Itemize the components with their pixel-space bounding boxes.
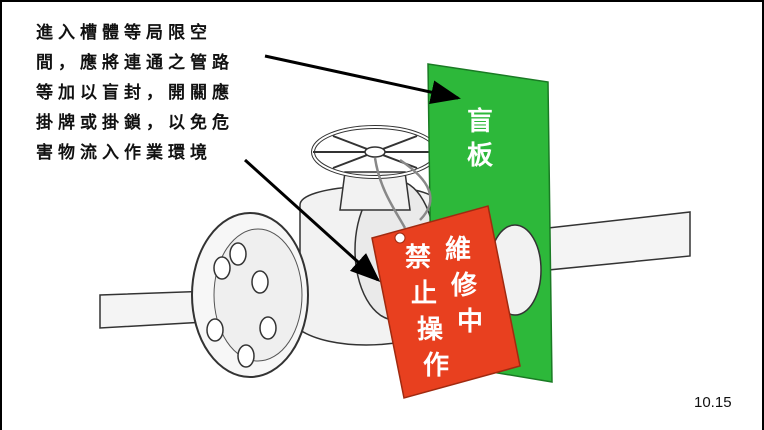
blind-plate-label-2: 板 — [467, 141, 493, 171]
arrow-to-tag — [243, 158, 381, 283]
page-number: 10.15 — [694, 394, 732, 411]
blind-plate-label-1: 盲 — [467, 106, 493, 137]
tag-char-6: 中 — [457, 307, 483, 337]
tag-wire — [373, 157, 432, 229]
caption-line-4: 掛牌或掛鎖，以免危 — [36, 113, 234, 133]
tag-char-1: 禁 — [405, 243, 431, 273]
caption-line-5: 害物流入作業環境 — [36, 143, 212, 163]
tag-char-5: 操 — [417, 315, 444, 345]
caption-line-2: 間，應將連通之管路 — [36, 53, 234, 73]
caption-line-3: 等加以盲封，開關應 — [36, 83, 234, 103]
caption-line-1: 進入槽體等局限空 — [36, 23, 212, 43]
arrow-to-blind-plate — [264, 54, 461, 104]
pipe-flange — [191, 212, 309, 378]
pointer-arrows — [243, 54, 461, 283]
tag-char-4: 修 — [450, 270, 478, 301]
lockout-tag: 禁 維 止 修 操 中 作 — [371, 205, 521, 399]
tag-char-7: 作 — [423, 351, 449, 381]
caption-text: 進入槽體等局限空 間，應將連通之管路 等加以盲封，開關應 掛牌或掛鎖，以免危 害… — [36, 18, 276, 168]
right-pipe — [547, 211, 691, 271]
tag-char-2: 維 — [445, 234, 471, 265]
tag-char-3: 止 — [411, 279, 437, 309]
